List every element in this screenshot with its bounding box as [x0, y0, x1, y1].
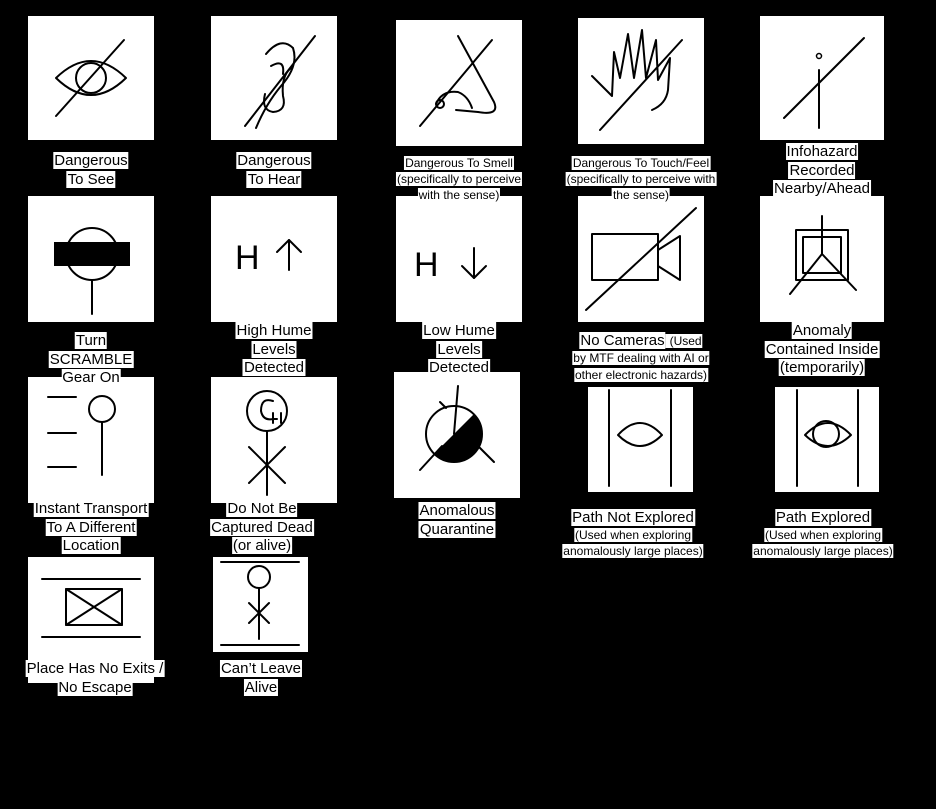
caption-line: (Used when exploring — [763, 528, 883, 542]
caption-line: Gear On — [61, 369, 121, 386]
caption-line: Alive — [243, 678, 279, 696]
caption-title: Path Explored — [774, 509, 872, 526]
dangerous-to-hear-symbol — [211, 16, 337, 140]
anomalous-quarantine-symbol — [394, 372, 520, 498]
path-explored-symbol — [775, 387, 879, 492]
infohazard-symbol — [760, 16, 884, 140]
caption-line: Levels — [251, 340, 297, 358]
caption-line: Low Hume — [422, 322, 496, 339]
caption-line: High Hume — [235, 322, 313, 339]
caption-line: Anomaly — [791, 322, 853, 339]
low-hume-symbol: H — [396, 196, 522, 322]
do-not-be-captured-symbol — [211, 377, 337, 503]
contained-box-icon — [789, 215, 857, 295]
caption-line: anomalously large places) — [562, 544, 704, 558]
caption-line: To A Different — [45, 518, 137, 536]
path-explored-caption: Path Explored (Used when exploring anomalo… — [752, 508, 894, 559]
hume-up-icon: H — [235, 239, 302, 277]
smell-caption: Dangerous To Smell (specifically to perce… — [395, 155, 523, 203]
cant-leave-alive-symbol — [213, 557, 308, 652]
caption-line: Turn — [74, 332, 108, 349]
touch-caption: Dangerous To Touch/Feel (specifically to … — [565, 155, 717, 203]
hume-letter: H — [235, 239, 260, 277]
slashed-nose-icon — [419, 35, 497, 127]
hume-down-icon: H — [414, 246, 487, 284]
crossed-box-icon — [41, 578, 141, 638]
trapped-figure-icon — [220, 561, 300, 646]
caption-line: Instant Transport — [33, 500, 149, 517]
slashed-ear-icon — [244, 35, 316, 129]
caption-line: Nearby/Ahead — [773, 180, 871, 197]
open-eye-path-icon — [796, 389, 859, 487]
transport-icon — [47, 395, 116, 476]
caption-line: Dangerous — [236, 152, 312, 169]
caption-line: Quarantine — [418, 520, 496, 538]
caption-title: Path Not Explored — [571, 509, 695, 526]
caption-line: the sense) — [611, 188, 671, 202]
caption-line: SCRAMBLE — [48, 350, 134, 368]
scramble-icon — [54, 227, 130, 315]
caption-line: anomalously large places) — [752, 544, 894, 558]
dangerous-to-see-symbol — [28, 16, 154, 140]
caption-line: To Hear — [246, 170, 302, 188]
caption-line: (or alive) — [231, 537, 293, 554]
no-cameras-caption: No Cameras(Used by MTF dealing with AI or… — [572, 332, 710, 384]
caption-line: Detected — [427, 359, 491, 376]
caption-line: Levels — [436, 340, 482, 358]
quarantine-icon — [419, 385, 495, 471]
caption-line: Infohazard — [785, 143, 859, 160]
captured-figure-icon — [246, 390, 288, 496]
caption-line: Anomalous — [418, 502, 496, 519]
caption-line: To See — [66, 170, 116, 188]
caption-line: (specifically to perceive — [395, 172, 523, 186]
caption-line: Place Has No Exits / — [25, 660, 165, 677]
instant-transport-symbol — [28, 377, 154, 503]
caption-line: Do Not Be — [226, 500, 298, 517]
caption-line: Can’t Leave — [219, 660, 303, 677]
dangerous-to-smell-symbol — [396, 20, 522, 146]
caption-title: No Cameras — [579, 332, 666, 349]
scramble-gear-symbol — [28, 196, 154, 322]
caption-line: No Escape — [57, 678, 133, 696]
slashed-eye-icon — [55, 39, 127, 117]
caption-line: Location — [61, 537, 121, 554]
caption-line: by MTF dealing with AI or — [572, 351, 710, 365]
caption-line: (Used when exploring — [573, 528, 693, 542]
dangerous-to-touch-symbol — [578, 18, 704, 144]
caption-line: (Used — [665, 334, 703, 348]
caption-line: with the sense) — [417, 188, 501, 202]
anomaly-contained-symbol — [760, 196, 884, 322]
caption-line: (temporarily) — [778, 359, 866, 376]
caption-line: Detected — [242, 359, 306, 376]
caption-line: Dangerous — [53, 152, 129, 169]
caption-line: Dangerous To Smell — [404, 156, 514, 170]
caption-line: Dangerous To Touch/Feel — [571, 156, 711, 170]
no-exits-caption: Place Has No Exits /No Escape — [25, 660, 165, 697]
closed-eye-path-icon — [608, 389, 672, 487]
path-not-explored-symbol — [588, 387, 693, 492]
caption-line: (specifically to perceive with — [565, 172, 717, 186]
no-cameras-symbol — [578, 196, 704, 322]
slashed-hand-icon — [591, 29, 683, 131]
hume-letter: H — [414, 246, 439, 284]
caption-line: Recorded — [788, 161, 856, 179]
high-hume-symbol: H — [211, 196, 337, 322]
caption-line: Contained Inside — [764, 340, 880, 358]
slashed-camera-icon — [585, 207, 697, 311]
caption-line: other electronic hazards) — [573, 368, 709, 382]
slashed-info-icon — [783, 37, 865, 129]
path-not-explored-caption: Path Not Explored (Used when exploring ano… — [562, 508, 704, 559]
caption-line: Captured Dead — [210, 518, 314, 536]
